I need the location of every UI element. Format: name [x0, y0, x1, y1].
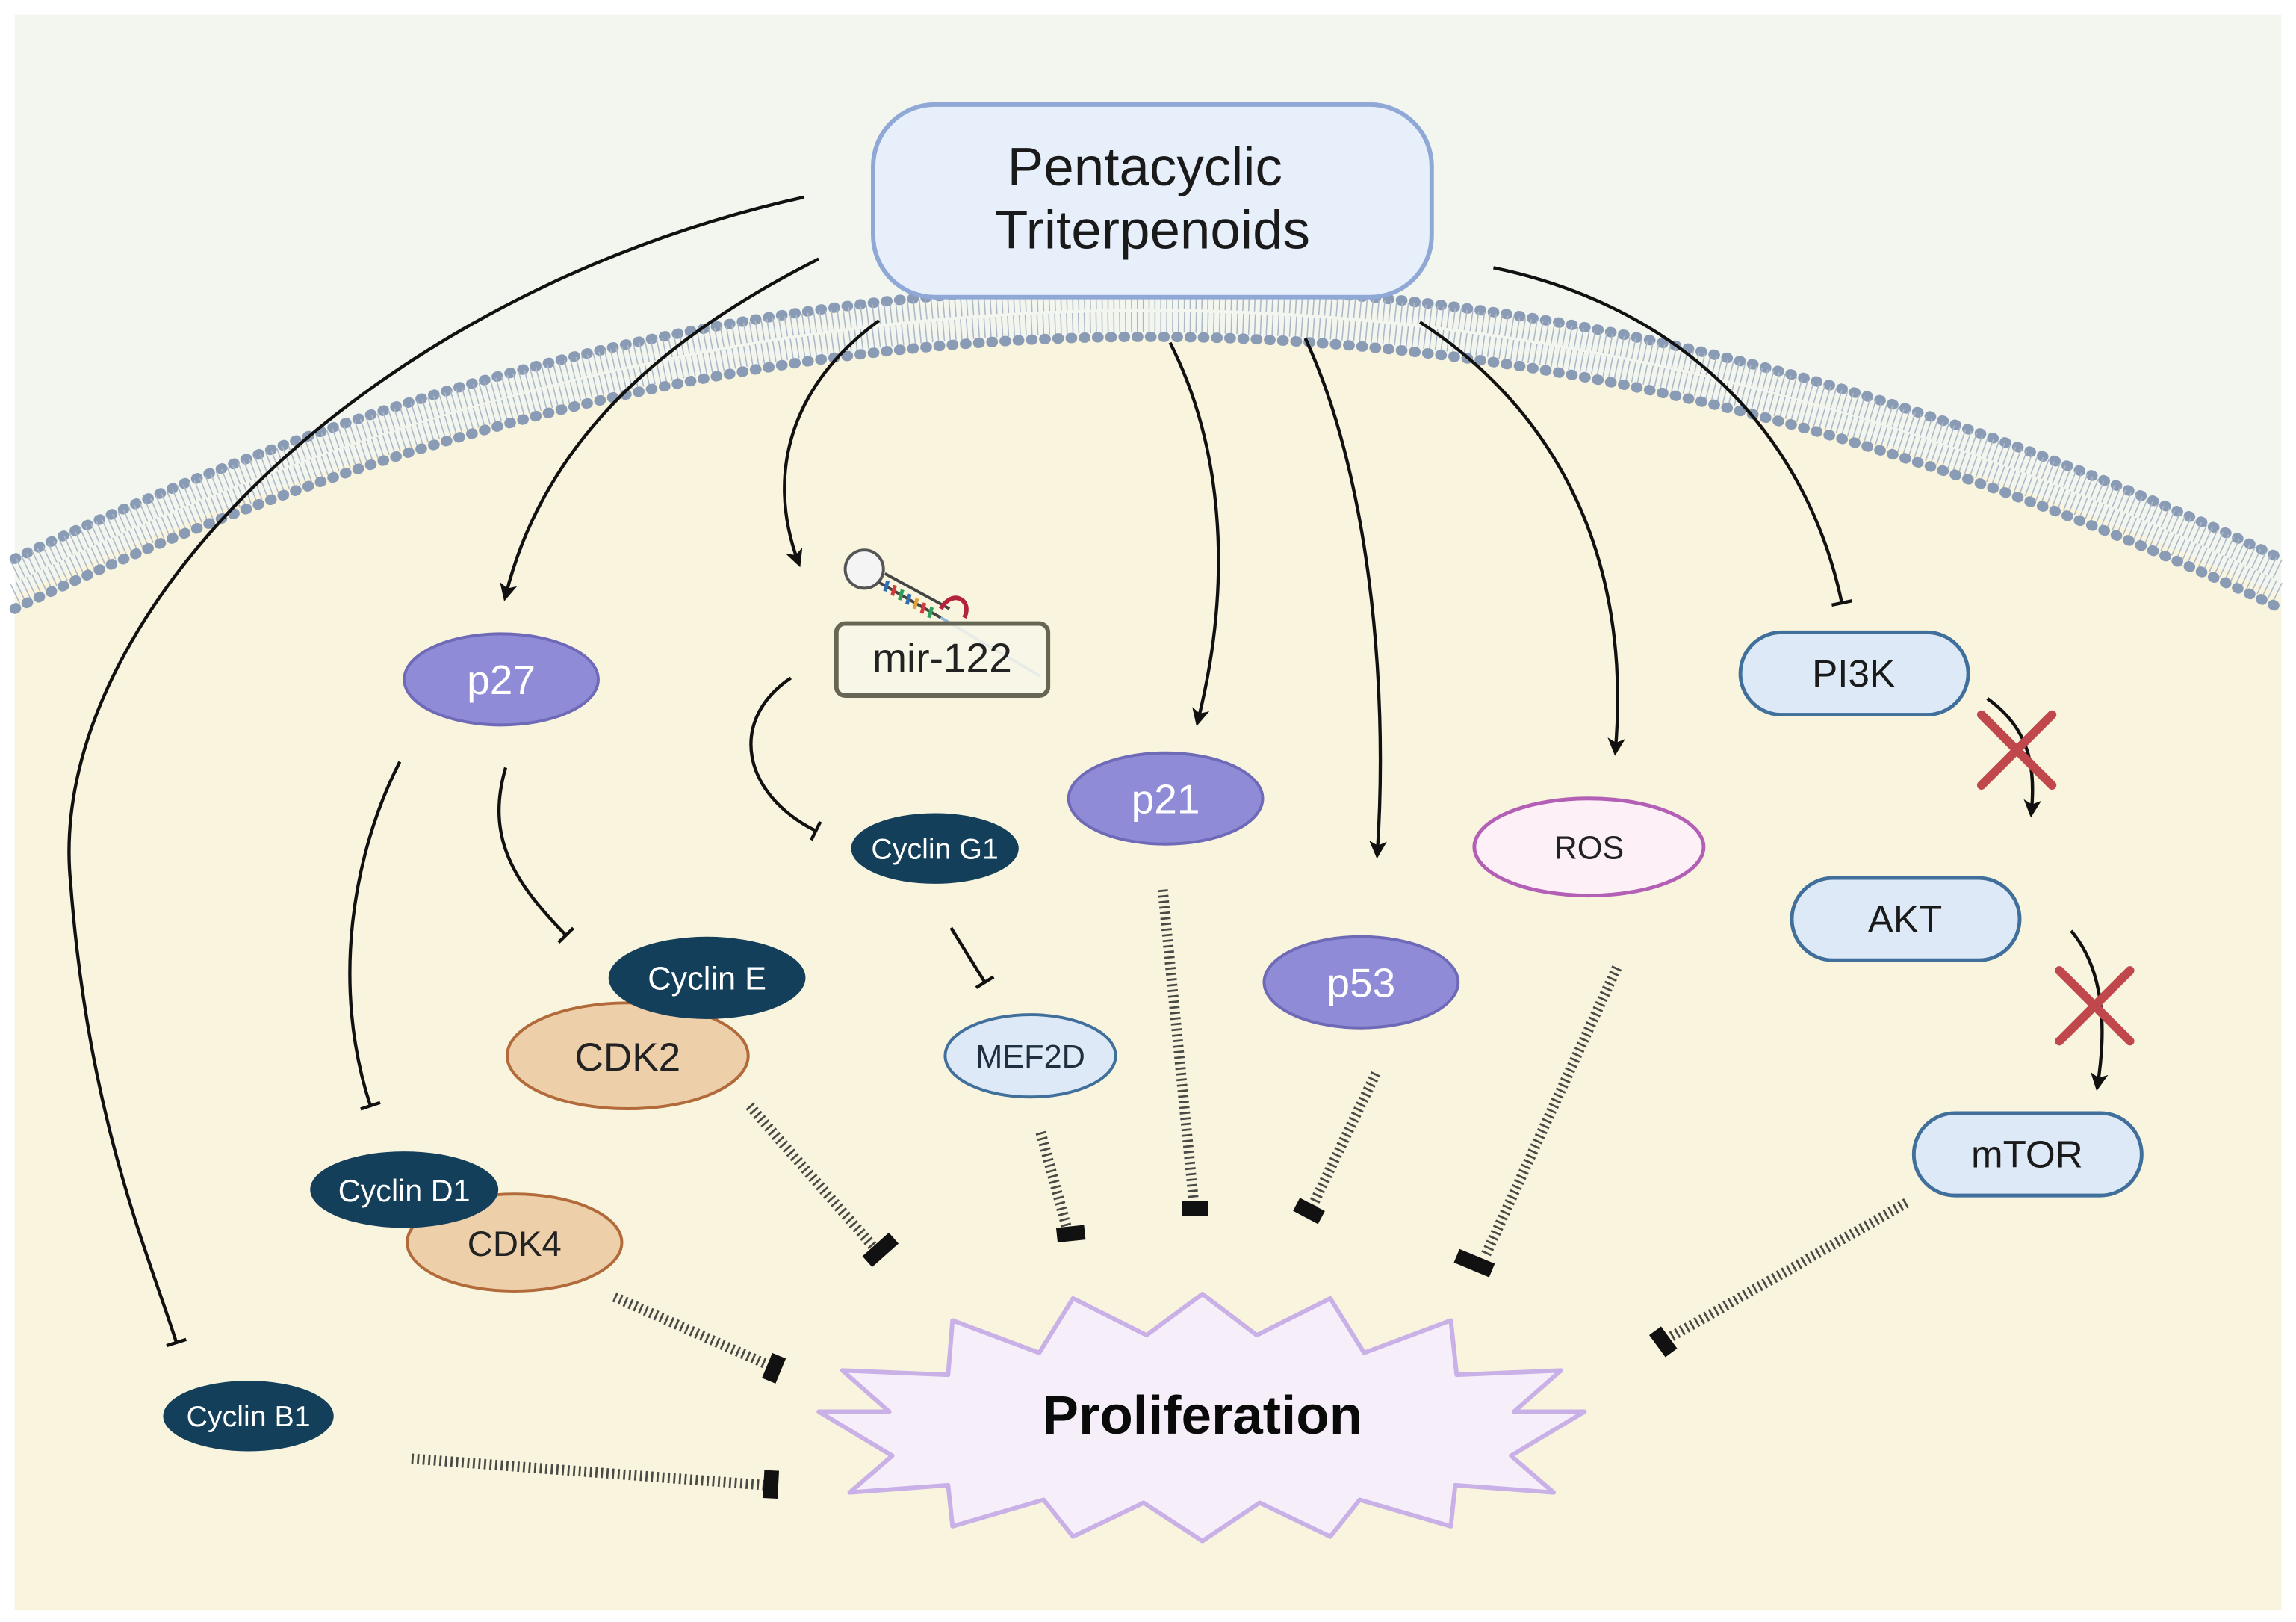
node-cyclin-g1 [851, 813, 1019, 884]
node-cdk4-label: CDK4 [468, 1225, 562, 1264]
node-mef2d [943, 1013, 1117, 1099]
node-mtor-label: mTOR [1971, 1133, 2083, 1176]
edge-source-ros [1418, 321, 1625, 756]
inhibit-p53 [1306, 1071, 1381, 1211]
node-cyclin-b1-label: Cyclin B1 [186, 1400, 310, 1433]
proliferation-inhibitors [411, 889, 1909, 1491]
blocked-x-icon [2055, 966, 2135, 1046]
node-akt [1790, 876, 2022, 962]
edge-cyclin-g1-mef2d [949, 926, 995, 989]
edge-source-pi3k [1493, 266, 1852, 607]
node-pi3k-label: PI3K [1812, 652, 1895, 695]
proliferation-label: Proliferation [1042, 1385, 1362, 1446]
connectors [67, 195, 2109, 1348]
node-cyclin-b1 [163, 1381, 334, 1452]
node-cyclin-d1 [310, 1151, 499, 1228]
node-mef2d-label: MEF2D [975, 1039, 1085, 1075]
edge-source-mir122 [783, 319, 881, 568]
inhibit-cdk2 [745, 1102, 881, 1254]
edge-p27-cdk2 [497, 767, 575, 944]
node-pi3k [1738, 630, 1970, 717]
edge-source-p21 [1168, 341, 1220, 727]
blocked-x-icon [1976, 710, 2057, 790]
node-cyclin-e-label: Cyclin E [648, 962, 766, 997]
node-p21 [1067, 751, 1265, 846]
source-label-line-2: Triterpenoids [995, 200, 1310, 261]
node-p27 [403, 632, 600, 727]
proliferation-burst [816, 1292, 1587, 1544]
edge-mir122-cyclin-g1 [749, 676, 822, 841]
node-cdk2-label: CDK2 [574, 1036, 680, 1080]
node-p27-label: p27 [467, 657, 536, 703]
inhibition-bars [762, 1198, 1678, 1499]
source-label-line-1: Pentacyclic [1008, 137, 1282, 197]
node-cyclin-g1-label: Cyclin G1 [871, 832, 999, 865]
node-p21-label: p21 [1132, 776, 1200, 822]
edge-pi3k-akt [1986, 697, 2041, 818]
node-akt-label: AKT [1868, 898, 1943, 941]
inhibit-mtor [1669, 1198, 1909, 1342]
source-label: Pentacyclic Triterpenoids [995, 137, 1310, 261]
node-cyclin-d1-label: Cyclin D1 [338, 1174, 471, 1208]
edge-source-cyclin-b1 [67, 195, 804, 1348]
node-mir-122 [834, 621, 1051, 698]
source-node [871, 102, 1434, 300]
node-ros [1472, 796, 1706, 898]
edge-source-p53 [1303, 337, 1387, 859]
inhibit-p21 [1157, 889, 1199, 1201]
node-mir-122-label: mir-122 [872, 635, 1012, 681]
node-p53 [1262, 935, 1460, 1030]
inhibit-mef2d [1035, 1130, 1073, 1231]
node-p53-label: p53 [1327, 959, 1395, 1006]
node-cdk2 [505, 1001, 750, 1110]
node-ros-label: ROS [1554, 830, 1624, 866]
node-mtor [1911, 1111, 2144, 1198]
edge-source-p27 [500, 257, 820, 601]
node-cyclin-e [608, 936, 806, 1019]
edge-p27-cyclin-d1 [348, 761, 402, 1111]
